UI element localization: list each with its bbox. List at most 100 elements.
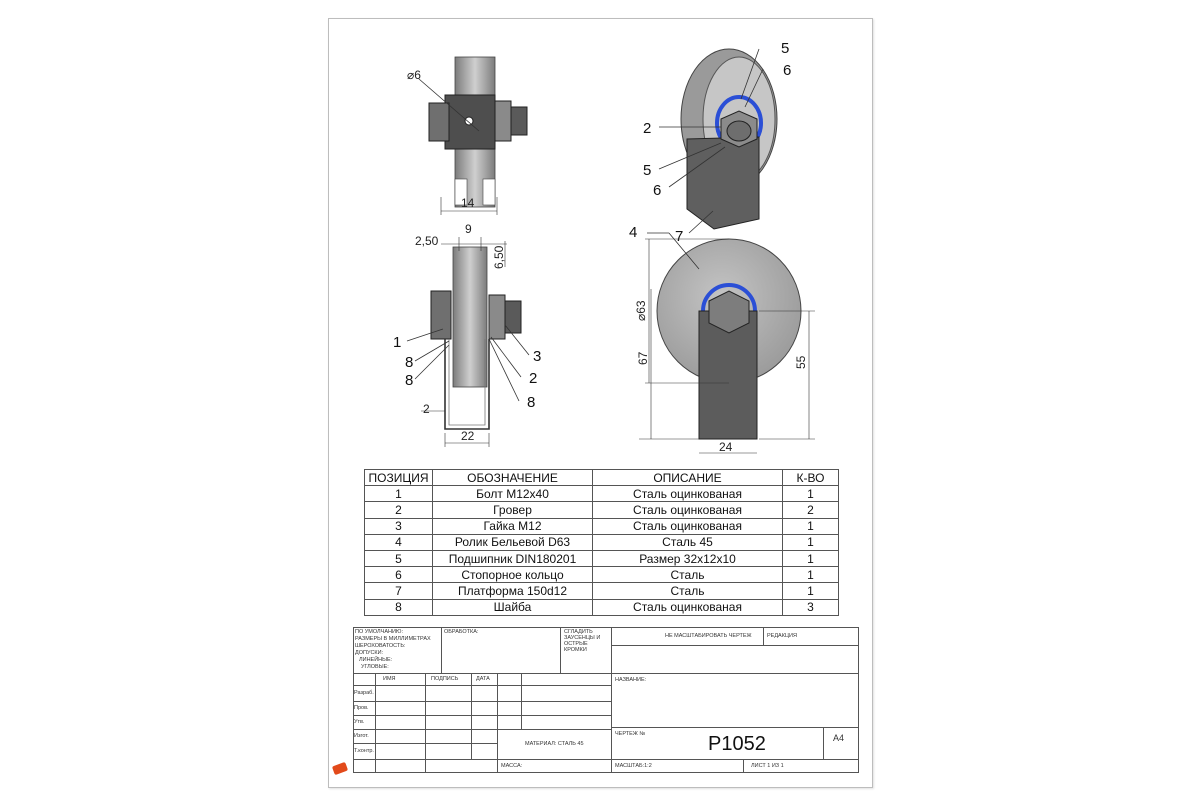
callout-7: 7 xyxy=(675,228,683,245)
drawing-sheet: ⌀6 1 4 9 2,50 6,50 2 2 2 xyxy=(328,18,873,788)
tb-revision: РЕДАКЦИЯ xyxy=(767,633,797,639)
callout-2-iso: 2 xyxy=(643,120,651,137)
cell-position: 5 xyxy=(364,549,433,568)
tb-tolerances: ДОПУСКИ: xyxy=(355,650,384,656)
header-designation: ОБОЗНАЧЕНИЕ xyxy=(432,468,593,487)
side-view: 9 2,50 6,50 2 22 1 8 8 3 2 8 xyxy=(393,222,541,447)
cell-designation: Гайка М12 xyxy=(432,517,593,535)
cell-position: 4 xyxy=(364,533,433,551)
tb-linear: ЛИНЕЙНЫЕ: xyxy=(359,657,393,663)
tb-deburr: СГЛАДИТЬ ЗАУСЕНЦЫ И ОСТРЫЕ КРОМКИ xyxy=(564,629,601,653)
dim-width-24: 24 xyxy=(719,440,733,454)
iso-view: 5 6 2 5 6 7 xyxy=(643,40,791,245)
cell-quantity: 1 xyxy=(782,485,839,503)
dim-height-55: 55 xyxy=(794,355,808,369)
header-position: ПОЗИЦИЯ xyxy=(364,468,433,487)
tb-no-scale: НЕ МАСШТАБИРОВАТЬ ЧЕРТЕЖ xyxy=(665,633,752,639)
cell-description: Сталь xyxy=(592,582,783,600)
tb-mass: МАССА: xyxy=(501,763,523,769)
cell-quantity: 3 xyxy=(782,598,839,616)
tb-row-mfg: Изгот. xyxy=(354,733,369,739)
table-row: 7 Платформа 150d12 Сталь 1 xyxy=(364,582,839,600)
callout-8b: 8 xyxy=(405,372,413,389)
table-row: 2 Гровер Сталь оцинкованая 2 xyxy=(364,501,839,519)
header-description: ОПИСАНИЕ xyxy=(592,468,783,487)
parts-table: ПОЗИЦИЯ ОБОЗНАЧЕНИЕ ОПИСАНИЕ К-ВО 1 Болт… xyxy=(364,468,839,616)
parts-table-header: ПОЗИЦИЯ ОБОЗНАЧЕНИЕ ОПИСАНИЕ К-ВО xyxy=(364,468,839,487)
tb-row-qc: Т.контр. xyxy=(354,748,374,754)
cell-designation: Шайба xyxy=(432,598,593,616)
tb-col-date: ДАТА xyxy=(476,676,490,682)
cell-quantity: 1 xyxy=(782,549,839,568)
front-view: ⌀63 67 55 24 4 xyxy=(629,224,815,454)
cell-designation: Ролик Бельевой D63 xyxy=(432,533,593,551)
tb-drawing-no: P1052 xyxy=(708,733,766,755)
tb-row-approve: Утв. xyxy=(354,719,365,725)
tb-units: РАЗМЕРЫ В МИЛЛИМЕТРАХ xyxy=(355,636,431,642)
dim-mid-top: 9 xyxy=(465,222,472,236)
cell-position: 8 xyxy=(364,598,433,616)
cell-description: Сталь оцинкованая xyxy=(592,485,783,503)
dim-height-67: 67 xyxy=(636,351,650,365)
callout-8c: 8 xyxy=(527,394,535,411)
tb-row-check: Пров. xyxy=(354,705,369,711)
cell-position: 2 xyxy=(364,501,433,519)
cell-position: 6 xyxy=(364,566,433,584)
cell-designation: Гровер xyxy=(432,501,593,519)
table-row: 3 Гайка М12 Сталь оцинкованая 1 xyxy=(364,517,839,535)
cell-quantity: 1 xyxy=(782,566,839,584)
dim-mid-right: 6,50 xyxy=(492,245,506,269)
cell-quantity: 1 xyxy=(782,582,839,600)
cell-description: Сталь xyxy=(592,566,783,584)
callout-5a: 5 xyxy=(781,40,789,57)
cell-designation: Подшипник DIN180201 xyxy=(432,549,593,568)
cell-description: Сталь оцинкованая xyxy=(592,598,783,616)
tb-sheet: ЛИСТ 1 ИЗ 1 xyxy=(751,763,784,769)
cell-description: Сталь оцинкованая xyxy=(592,517,783,535)
cell-description: Размер 32х12х10 xyxy=(592,549,783,568)
tb-title-label: НАЗВАНИЕ: xyxy=(615,677,647,683)
callout-3: 3 xyxy=(533,348,541,365)
tb-scale: МАСШТАБ:1:2 xyxy=(615,763,652,769)
tb-roughness: ШЕРОХОВАТОСТЬ: xyxy=(355,643,406,649)
header-quantity: К-ВО xyxy=(782,468,839,487)
cell-designation: Стопорное кольцо xyxy=(432,566,593,584)
tb-format: A4 xyxy=(833,733,845,743)
table-row: 4 Ролик Бельевой D63 Сталь 45 1 xyxy=(364,533,839,551)
cell-position: 1 xyxy=(364,485,433,503)
table-row: 1 Болт М12х40 Сталь оцинкованая 1 xyxy=(364,485,839,503)
drawing-views: ⌀6 1 4 9 2,50 6,50 2 2 2 xyxy=(393,40,815,454)
tb-row-dev: Разраб. xyxy=(354,690,374,696)
cell-quantity: 1 xyxy=(782,517,839,535)
cell-description: Сталь 45 xyxy=(592,533,783,551)
callout-6b: 6 xyxy=(653,182,661,199)
logo-icon xyxy=(331,761,349,776)
cell-designation: Платформа 150d12 xyxy=(432,582,593,600)
tb-defaults: ПО УМОЛЧАНИЮ: xyxy=(355,629,404,635)
cell-quantity: 1 xyxy=(782,533,839,551)
table-row: 5 Подшипник DIN180201 Размер 32х12х10 1 xyxy=(364,549,839,568)
cell-designation: Болт М12х40 xyxy=(432,485,593,503)
cell-position: 3 xyxy=(364,517,433,535)
dim-dia-outer: ⌀63 xyxy=(634,300,648,321)
cell-position: 7 xyxy=(364,582,433,600)
tb-material: МАТЕРИАЛ: СТАЛЬ 45 xyxy=(525,741,584,747)
table-row: 6 Стопорное кольцо Сталь 1 xyxy=(364,566,839,584)
table-row: 8 Шайба Сталь оцинкованая 3 xyxy=(364,598,839,616)
tb-col-sign: ПОДПИСЬ xyxy=(431,676,459,682)
callout-2-side: 2 xyxy=(529,370,537,387)
tb-col-name: ИМЯ xyxy=(383,676,396,682)
tb-drawing-no-label: ЧЕРТЕЖ № xyxy=(615,731,646,737)
dim-mid-left: 2,50 xyxy=(415,234,439,248)
cell-quantity: 2 xyxy=(782,501,839,519)
cell-description: Сталь оцинкованая xyxy=(592,501,783,519)
callout-5b: 5 xyxy=(643,162,651,179)
callout-1: 1 xyxy=(393,334,401,351)
callout-8a: 8 xyxy=(405,354,413,371)
callout-6a: 6 xyxy=(783,62,791,79)
dim-top-hole: ⌀6 xyxy=(407,68,421,82)
dim-bottom-left: 2 xyxy=(423,402,430,416)
tb-angular: УГЛОВЫЕ: xyxy=(361,664,389,670)
callout-4: 4 xyxy=(629,224,637,241)
title-block: ПО УМОЛЧАНИЮ: РАЗМЕРЫ В МИЛЛИМЕТРАХ ШЕРО… xyxy=(353,627,859,773)
